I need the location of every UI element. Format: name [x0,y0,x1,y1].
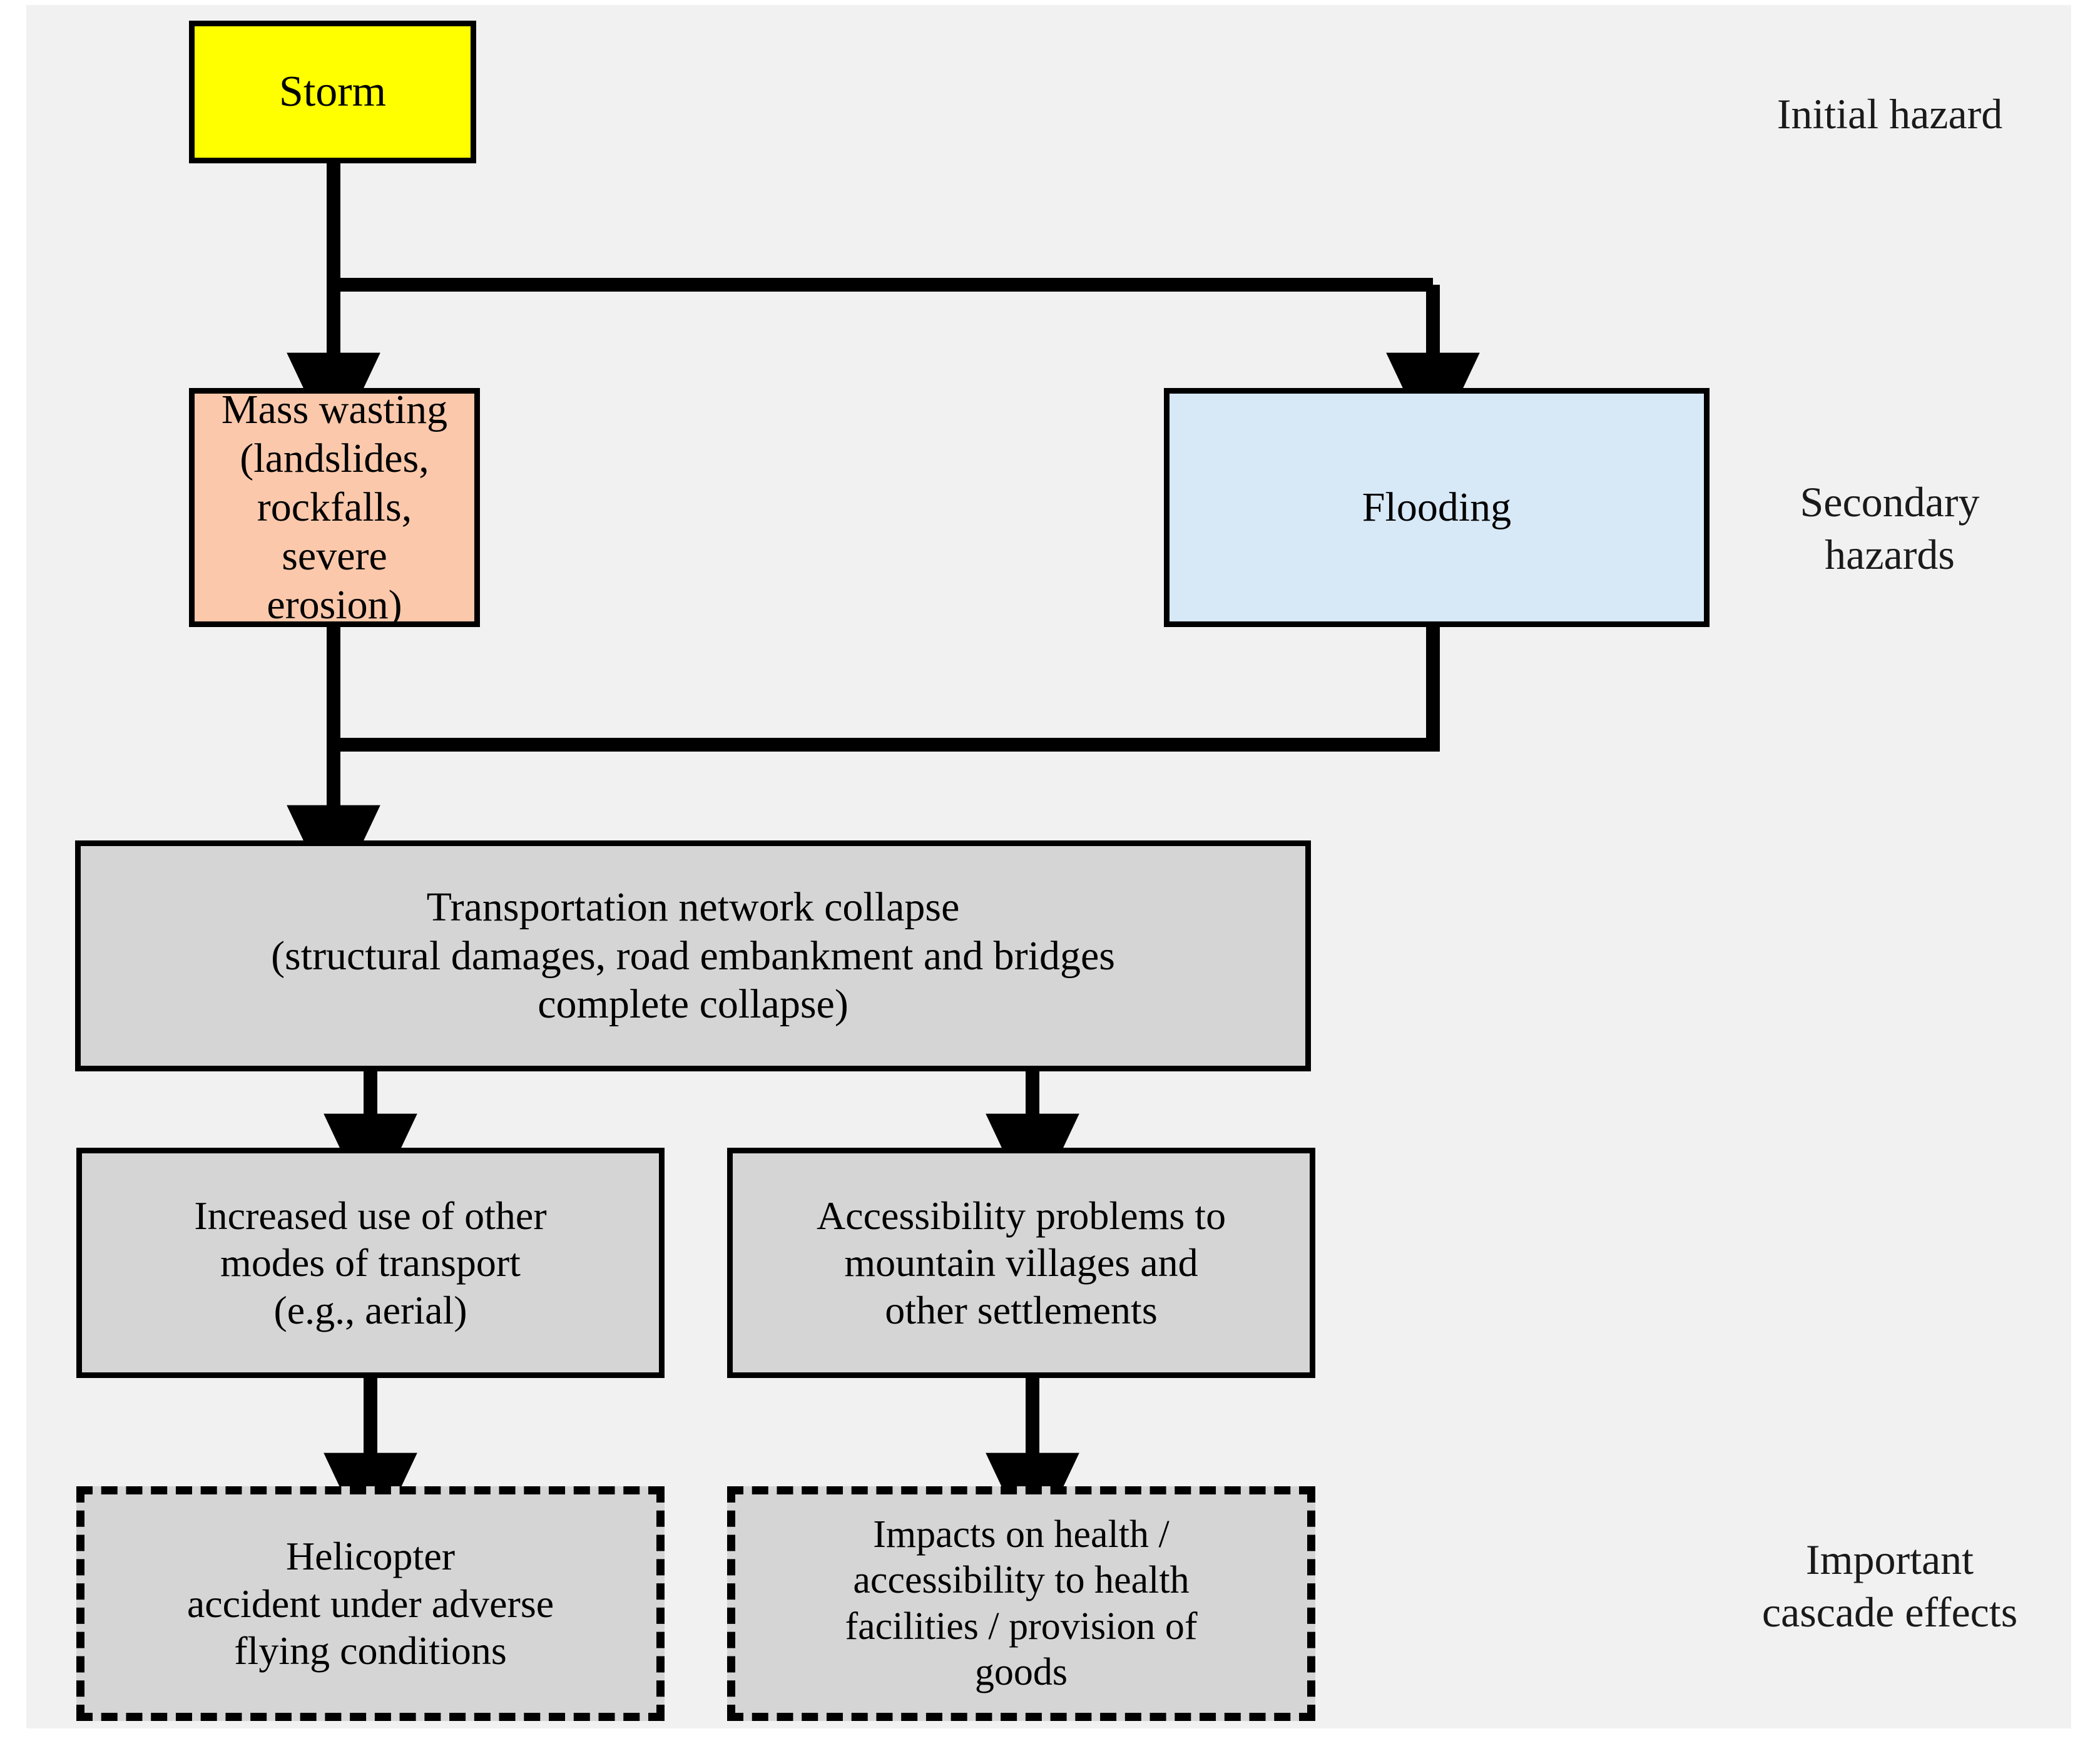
node-transport-collapse[interactable]: Transportation network collapse (structu… [75,840,1311,1071]
node-storm[interactable]: Storm [189,21,476,163]
tier-label-cascade-effects: Important cascade effects [1761,1536,2018,1636]
node-helicopter-accident[interactable]: Helicopter accident under adverse flying… [76,1486,665,1721]
tier-label-initial-hazard: Initial hazard [1776,90,2003,138]
tier-label-secondary-hazards: Secondary hazards [1800,478,1980,579]
node-accessibility-problems[interactable]: Accessibility problems to mountain villa… [727,1148,1315,1378]
node-helicopter-accident-label: Helicopter accident under adverse flying… [186,1534,554,1673]
node-increased-use[interactable]: Increased use of other modes of transpor… [76,1148,665,1378]
node-storm-label: Storm [278,67,387,116]
node-mass-wasting-label: Mass wasting (landslides, rockfalls, sev… [221,387,448,628]
node-increased-use-label: Increased use of other modes of transpor… [194,1193,547,1332]
node-flooding[interactable]: Flooding [1164,388,1710,627]
node-accessibility-problems-label: Accessibility problems to mountain villa… [816,1193,1226,1332]
node-health-impacts-label: Impacts on health / accessibility to hea… [845,1513,1198,1693]
node-mass-wasting[interactable]: Mass wasting (landslides, rockfalls, sev… [189,387,480,628]
node-transport-collapse-label: Transportation network collapse (structu… [271,884,1115,1028]
node-health-impacts[interactable]: Impacts on health / accessibility to hea… [727,1486,1315,1721]
node-flooding-label: Flooding [1362,484,1512,531]
